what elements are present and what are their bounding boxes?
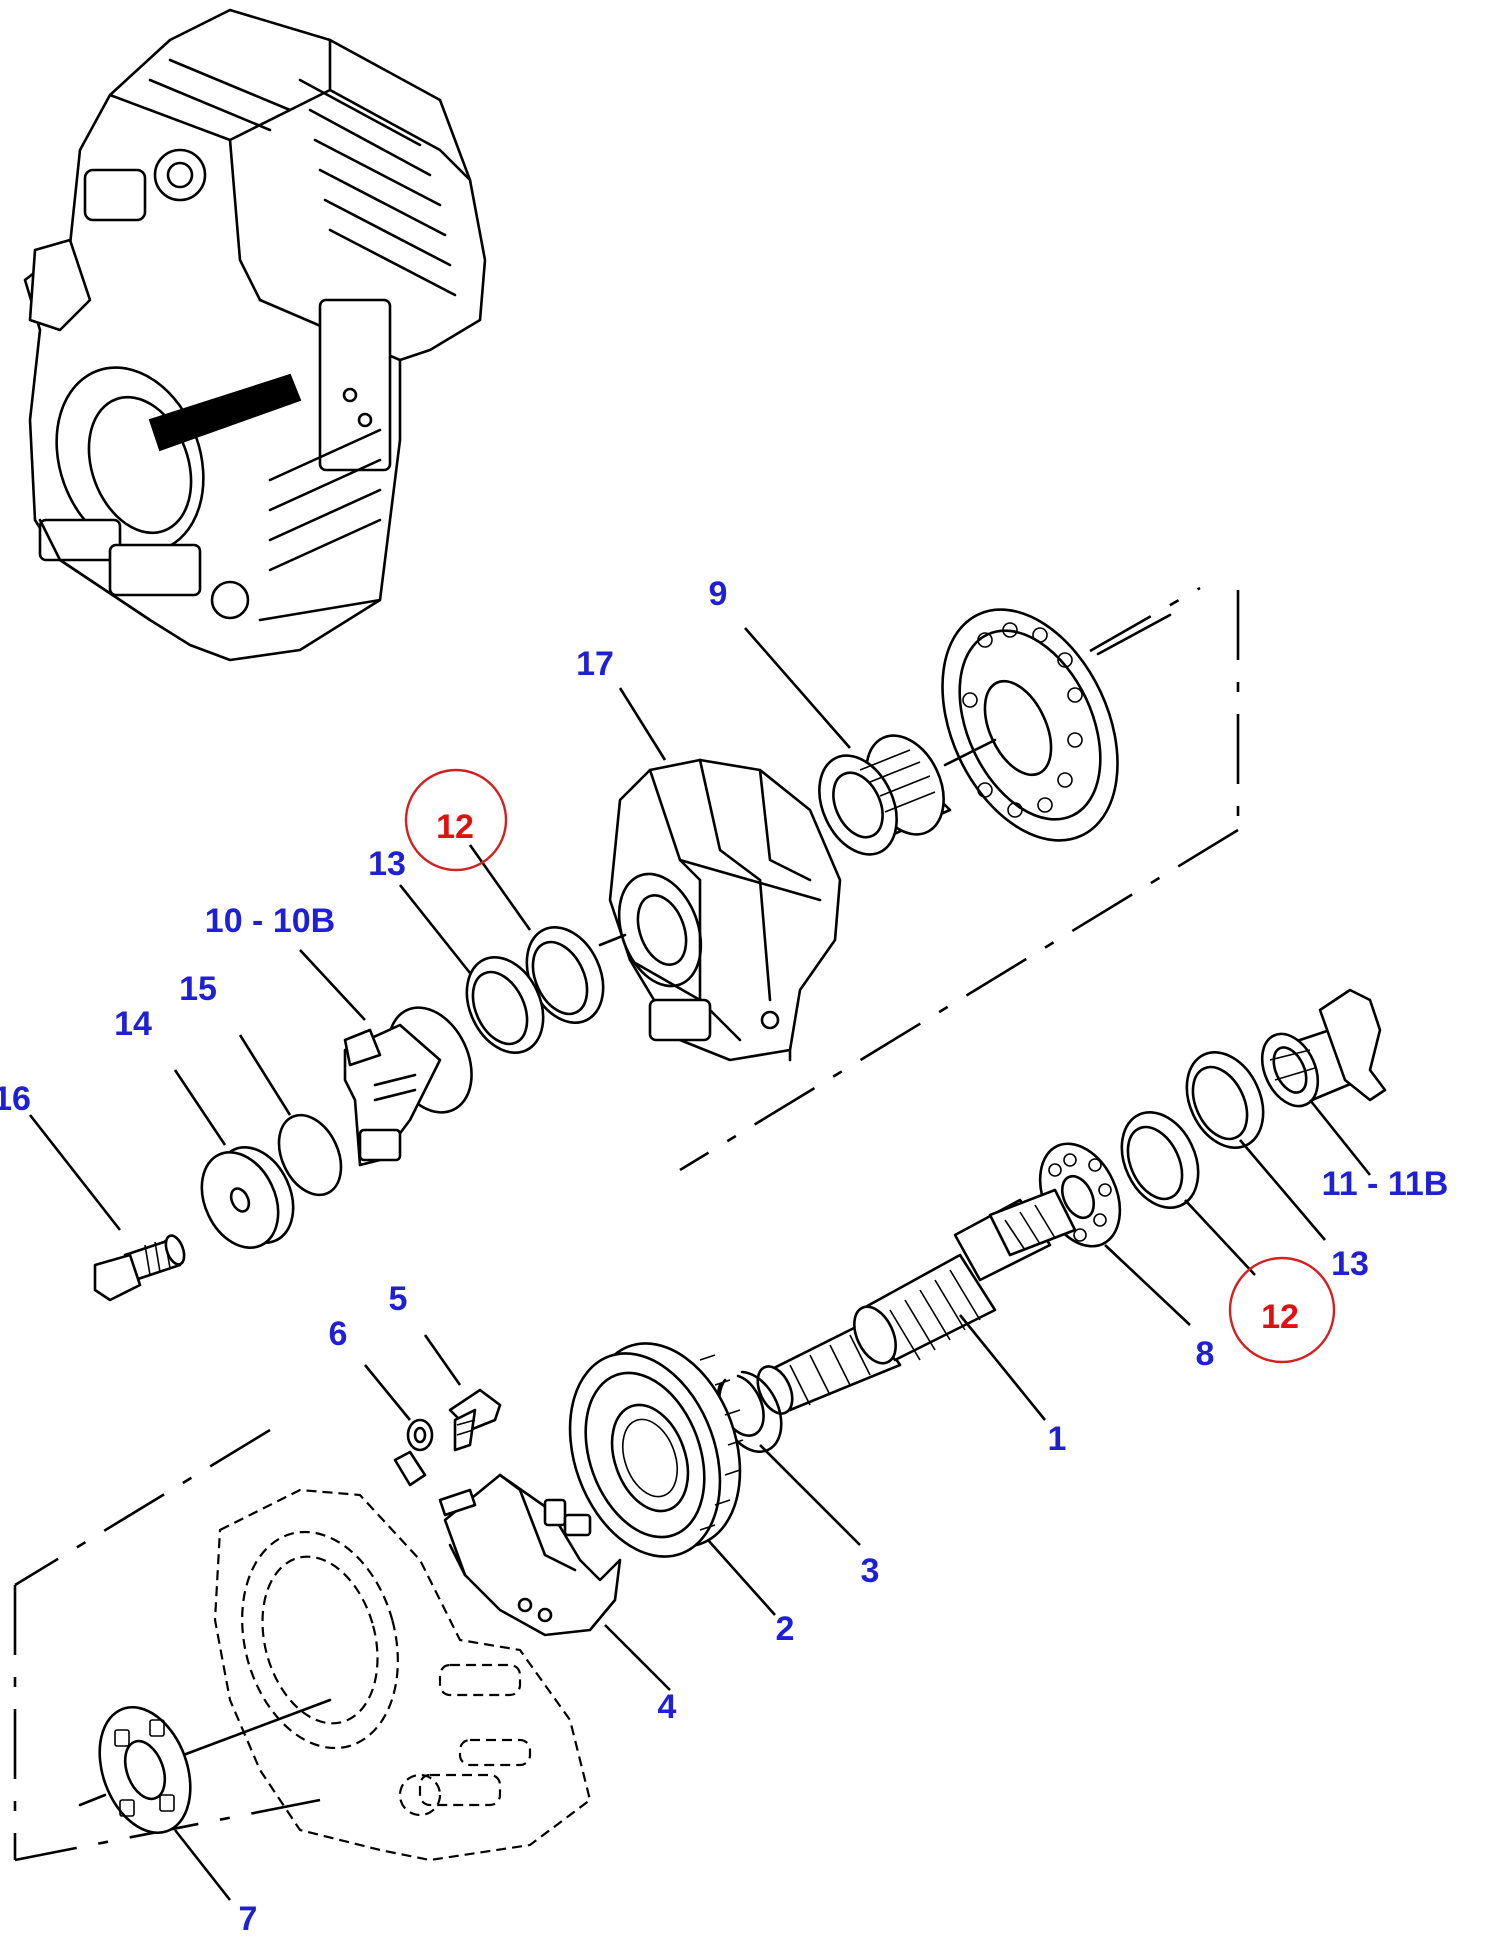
callout-13-lower: 13: [1331, 1245, 1369, 1283]
part-14-washer: [200, 1146, 295, 1249]
callout-15: 15: [179, 970, 217, 1008]
callout-17: 17: [576, 645, 614, 683]
part-9-plate: [941, 608, 1172, 842]
callout-12-lower: 12: [1261, 1298, 1299, 1336]
part-2-gear: [568, 1342, 744, 1558]
callout-labels: 9 17 12 13 10 - 10B 15 14 16 11 - 11B 13…: [0, 575, 1449, 1936]
part-4-shift-fork: [438, 1473, 622, 1637]
callout-6: 6: [329, 1315, 348, 1353]
part-13-ring-lower: [1185, 1051, 1265, 1149]
callout-7: 7: [239, 1900, 258, 1931]
callout-8: 8: [1196, 1335, 1215, 1373]
highlight-circles: [404, 768, 1336, 1364]
part-6-nut: [393, 1418, 434, 1487]
transmission-housing: [23, 8, 487, 662]
callout-11: 11 - 11B: [1322, 1165, 1449, 1203]
highlight-circle-12-upper: [404, 768, 508, 872]
part-11-flange: [1260, 988, 1387, 1108]
callout-9: 9: [709, 575, 728, 613]
callout-16: 16: [0, 1080, 31, 1118]
part-1-shaft: [756, 1188, 1077, 1415]
callout-12-upper: 12: [436, 808, 474, 846]
callout-3: 3: [861, 1552, 880, 1590]
callout-5: 5: [389, 1280, 408, 1318]
leader-lines: [28, 627, 1372, 1901]
part-7-seal: [78, 1705, 192, 1835]
part-13-ring-upper: [465, 956, 545, 1054]
callout-1: 1: [1048, 1420, 1067, 1458]
callout-14: 14: [114, 1005, 152, 1043]
callout-13-upper: 13: [368, 845, 406, 883]
callout-2: 2: [776, 1610, 795, 1648]
part-10-yoke: [343, 1006, 473, 1167]
part-17-housing: [598, 758, 842, 1062]
part-5-screw: [448, 1388, 502, 1452]
callout-10: 10 - 10B: [205, 902, 335, 940]
part-9-bearing: [818, 734, 997, 856]
part-16-bolt: [93, 1234, 186, 1302]
part-12-ring-upper: [525, 926, 605, 1024]
highlight-circle-12-lower: [1228, 1256, 1336, 1364]
callout-4: 4: [658, 1688, 677, 1726]
ghost-housing-outline: [168, 1488, 592, 1862]
part-12-ring-lower: [1120, 1111, 1200, 1209]
part-15-o-ring: [277, 1113, 343, 1197]
